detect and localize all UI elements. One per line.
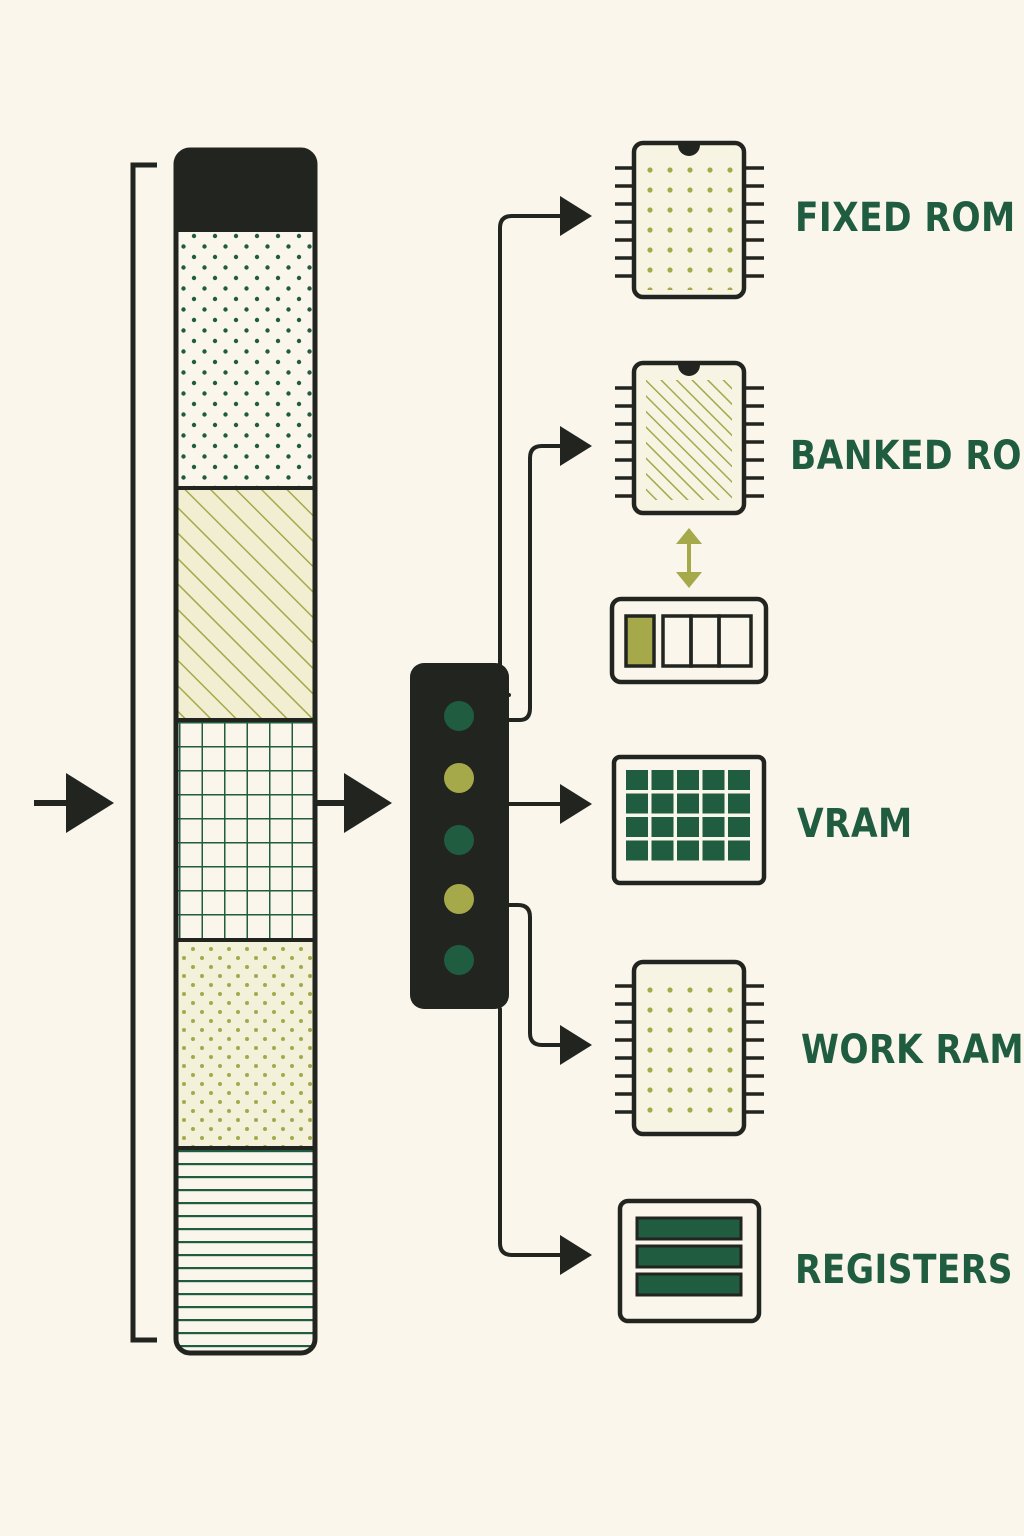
decoder-led <box>444 701 474 731</box>
vram-tile <box>651 793 674 814</box>
route-registers <box>498 1007 592 1275</box>
vram-tile <box>702 793 725 814</box>
label-banked-rom: BANKED ROM <box>790 433 1024 479</box>
label-work-ram: WORK RAM <box>801 1027 1024 1073</box>
decoder-led <box>444 825 474 855</box>
vram-tile <box>626 840 648 861</box>
route-banked-rom <box>507 426 592 722</box>
vram-tile <box>677 793 699 814</box>
address-space-bracket <box>130 162 157 1343</box>
segment-header <box>176 150 315 230</box>
vram-tile <box>677 770 699 790</box>
address-decoder <box>410 663 509 1009</box>
vram-tile <box>702 840 725 861</box>
chip-icon <box>615 140 764 300</box>
vram-tile <box>626 817 648 837</box>
vram-tile <box>702 817 725 837</box>
label-vram: VRAM <box>797 801 913 847</box>
vram-tile <box>728 817 750 837</box>
chip-icon <box>615 360 764 516</box>
vram-tile <box>651 770 674 790</box>
vram-tile <box>626 793 648 814</box>
vram-tile <box>626 770 648 790</box>
vram-tile <box>728 770 750 790</box>
vram-tile <box>677 840 699 861</box>
route-work-ram <box>507 903 592 1065</box>
vram-tile <box>728 793 750 814</box>
decoder-led <box>444 945 474 975</box>
chip-icon <box>615 959 764 1137</box>
bank-slots-icon <box>609 596 769 685</box>
vram-tile <box>728 840 750 861</box>
decoder-led <box>444 763 474 793</box>
double-arrow-icon <box>676 528 702 588</box>
label-registers: REGISTERS <box>795 1247 1013 1293</box>
register-stack-icon <box>617 1198 762 1324</box>
vram-tile <box>702 770 725 790</box>
label-fixed-rom: FIXED ROM <box>795 195 1016 241</box>
tile-grid-icon <box>611 754 767 886</box>
decoder-led <box>444 884 474 914</box>
vram-tile <box>651 840 674 861</box>
memory-map-bar <box>176 150 315 1353</box>
vram-tile <box>651 817 674 837</box>
route-fixed-rom <box>498 196 592 697</box>
vram-tile <box>677 817 699 837</box>
